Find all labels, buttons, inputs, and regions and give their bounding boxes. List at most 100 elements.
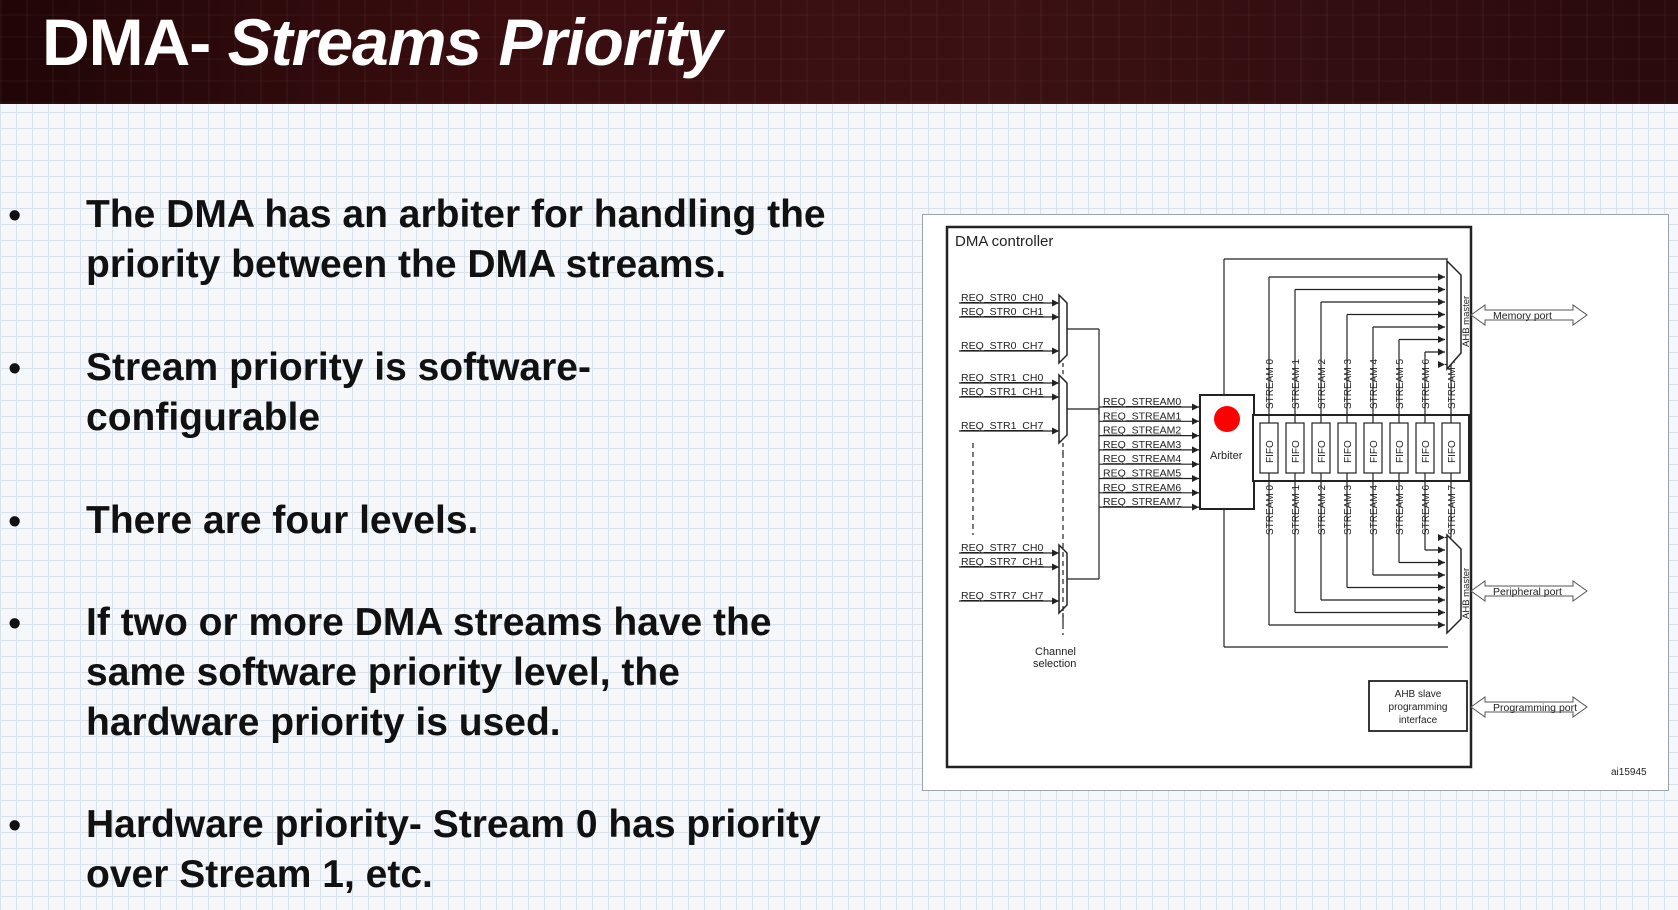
bullet-dot: • (8, 501, 22, 543)
req-stream-arrow (1192, 460, 1199, 468)
stream-arrow (1438, 361, 1445, 368)
ahb-master-label: AHB master (1461, 296, 1472, 347)
ahb-master-peripheral (1446, 533, 1462, 635)
req-input-arrow (1052, 347, 1059, 355)
req-input-label: REQ_STR1_CH7 (961, 420, 1043, 432)
stream-arrow (1438, 348, 1445, 356)
title-italic: Streams Priority (227, 5, 723, 79)
ahb-slave-box (1368, 680, 1468, 732)
stream-label-top: STREAM 5 (1395, 359, 1406, 409)
stream-label-bottom: STREAM 3 (1343, 485, 1354, 535)
req-input-arrow (1052, 299, 1059, 307)
req-input-label: REQ_STR7_CH7 (961, 590, 1043, 602)
fifo-label: FIFO (1395, 440, 1406, 463)
req-input-arrow (1052, 563, 1059, 571)
req-stream-arrow (1192, 475, 1199, 482)
title-main: DMA- (42, 5, 211, 79)
peripheral-port-label: Peripheral port (1493, 586, 1562, 598)
req-stream-label: REQ_STREAM7 (1103, 496, 1181, 508)
stream-arrow (1438, 609, 1445, 616)
ahb-slave-label: programming (1389, 702, 1448, 713)
memory-port (1470, 304, 1588, 326)
stream-label-bottom: STREAM 4 (1369, 485, 1380, 535)
stream-label-bottom: STREAM 6 (1421, 485, 1432, 535)
req-input-label: REQ_STR0_CH0 (961, 292, 1043, 304)
ahb-master-memory (1446, 259, 1462, 371)
ahb-slave-label: interface (1399, 715, 1438, 726)
fifo-label: FIFO (1265, 440, 1276, 463)
channel-mux (1058, 373, 1068, 445)
bullet-dot: • (8, 805, 22, 847)
figure-id: ai15945 (1611, 767, 1647, 778)
req-input-label: REQ_STR1_CH0 (961, 372, 1043, 384)
req-stream-arrow (1192, 503, 1199, 511)
controller-label: DMA controller (955, 233, 1053, 250)
stream-label-bottom: STREAM 0 (1265, 485, 1276, 535)
channel-mux (1058, 293, 1068, 365)
stream-arrow (1438, 273, 1445, 281)
req-stream-label: REQ_STREAM1 (1103, 410, 1181, 422)
stream-arrow (1438, 621, 1445, 629)
fifo-label: FIFO (1447, 440, 1458, 463)
arbiter-indicator (1214, 406, 1240, 432)
fifo-label: FIFO (1421, 440, 1432, 463)
dma-diagram-svg: DMA controllerREQ_STR0_CH0REQ_STR0_CH1RE… (945, 225, 1647, 778)
bullet-dot: • (8, 348, 22, 390)
req-input-arrow (1052, 549, 1059, 557)
slide-header: DMA- Streams Priority (0, 0, 1678, 104)
stream-label-top: STREAM 1 (1291, 359, 1302, 409)
slide-title: DMA- Streams Priority (42, 4, 723, 80)
req-stream-arrow (1192, 403, 1199, 411)
req-stream-label: REQ_STREAM4 (1103, 453, 1181, 465)
bullet-list: • The DMA has an arbiter for handling th… (8, 193, 826, 896)
bullet-text: If two or more DMA streams have the same… (86, 601, 772, 744)
channel-selection-label: Channel (1035, 646, 1076, 658)
ahb-master-label: AHB master (1461, 568, 1472, 619)
stream-label-bottom: STREAM 1 (1291, 485, 1302, 535)
req-input-arrow (1052, 427, 1059, 435)
stream-label-top: STREAM 0 (1265, 359, 1276, 409)
req-stream-label: REQ_STREAM5 (1103, 468, 1181, 480)
bullet-dot: • (8, 603, 22, 645)
stream-label-bottom: STREAM 2 (1317, 485, 1328, 535)
stream-arrow (1438, 559, 1445, 566)
req-input-arrow (1052, 597, 1059, 605)
req-stream-label: REQ_STREAM3 (1103, 439, 1181, 451)
req-input-arrow (1052, 393, 1059, 401)
bullet-text: Stream priority is software- configurabl… (86, 346, 591, 439)
stream-arrow (1438, 323, 1445, 331)
req-stream-label: REQ_STREAM0 (1103, 396, 1181, 408)
stream-arrow (1438, 336, 1445, 343)
fifo-label: FIFO (1291, 440, 1302, 463)
req-input-label: REQ_STR7_CH1 (961, 556, 1043, 568)
stream-arrow (1438, 571, 1445, 579)
req-input-arrow (1052, 379, 1059, 387)
req-input-label: REQ_STR0_CH1 (961, 306, 1043, 318)
stream-arrow (1438, 286, 1445, 293)
stream-label-top: STREAM 7 (1447, 359, 1458, 409)
bullet-text: There are four levels. (86, 499, 479, 542)
stream-label-bottom: STREAM 7 (1447, 485, 1458, 535)
stream-arrow (1438, 534, 1445, 541)
req-stream-arrow (1192, 417, 1199, 425)
programming-port-label: Programming port (1493, 702, 1577, 714)
stream-label-bottom: STREAM 5 (1395, 485, 1406, 535)
stream-label-top: STREAM 2 (1317, 359, 1328, 409)
req-stream-arrow (1192, 489, 1199, 497)
channel-selection-label: selection (1033, 658, 1076, 670)
req-input-label: REQ_STR7_CH0 (961, 542, 1043, 554)
fifo-label: FIFO (1369, 440, 1380, 463)
stream-arrow (1438, 596, 1445, 604)
bullet-dot: • (8, 195, 22, 237)
peripheral-port (1470, 580, 1588, 602)
stream-arrow (1438, 298, 1445, 306)
req-stream-label: REQ_STREAM2 (1103, 425, 1181, 437)
memory-port-label: Memory port (1493, 310, 1552, 322)
arbiter-label: Arbiter (1210, 450, 1243, 462)
programming-port (1470, 696, 1588, 718)
fifo-label: FIFO (1343, 440, 1354, 463)
stream-label-top: STREAM 3 (1343, 359, 1354, 409)
controller-box (945, 225, 1473, 769)
req-input-label: REQ_STR0_CH7 (961, 340, 1043, 352)
